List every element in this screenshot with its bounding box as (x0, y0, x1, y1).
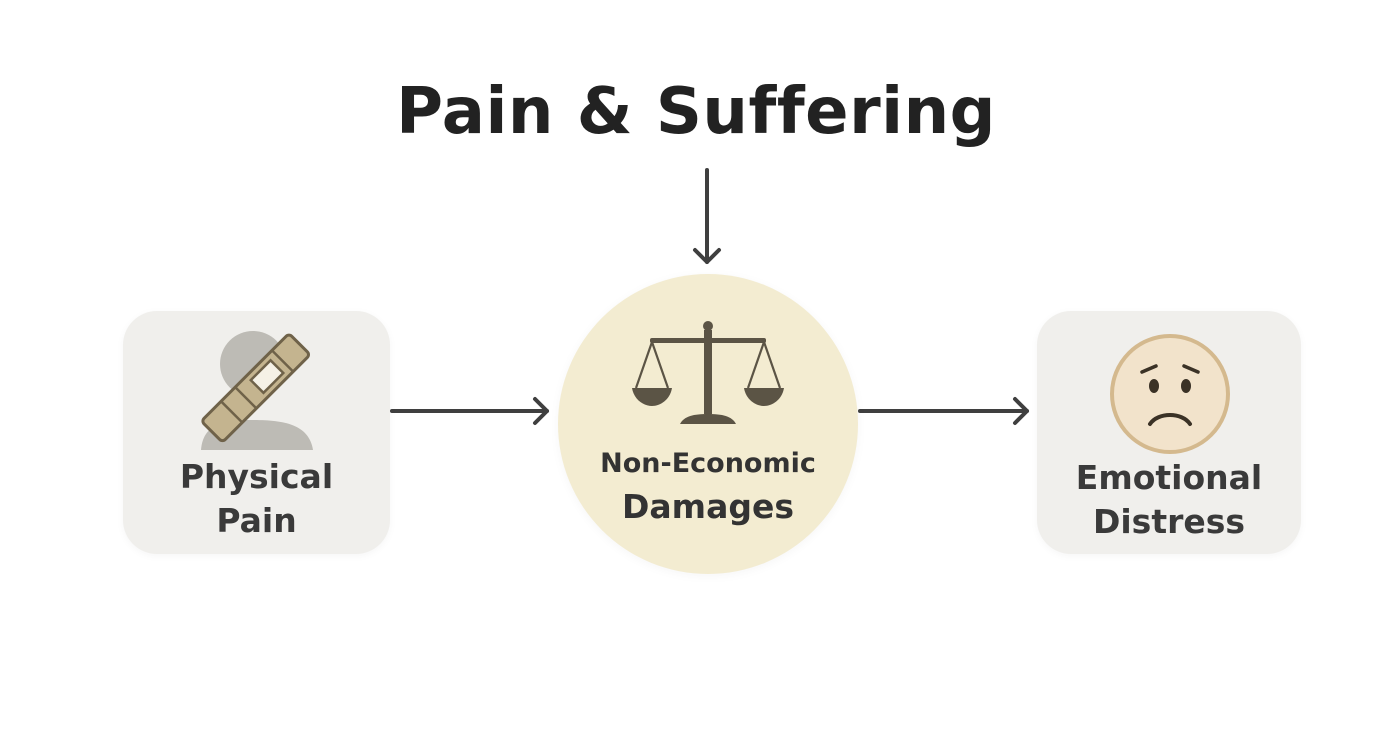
scales-of-justice-icon (632, 321, 784, 424)
physical-pain-label: Physical Pain (123, 455, 390, 543)
emotional-distress-line1: Emotional (1075, 458, 1263, 497)
physical-pain-line1: Physical (179, 457, 334, 496)
sad-face-icon (1110, 334, 1230, 454)
physical-pain-line2: Pain (216, 501, 297, 540)
non-economic-label-line2: Damages (622, 487, 794, 526)
arrow-center-to-right (858, 397, 1029, 425)
bandaged-person-icon (201, 331, 313, 450)
arrow-left-to-center (390, 397, 549, 425)
page-title: Pain & Suffering (396, 75, 996, 149)
arrow-down-to-center (693, 168, 721, 264)
emotional-distress-label: Emotional Distress (1037, 456, 1301, 544)
emotional-distress-line2: Distress (1092, 502, 1246, 541)
non-economic-label-line1: Non-Economic (600, 448, 816, 479)
